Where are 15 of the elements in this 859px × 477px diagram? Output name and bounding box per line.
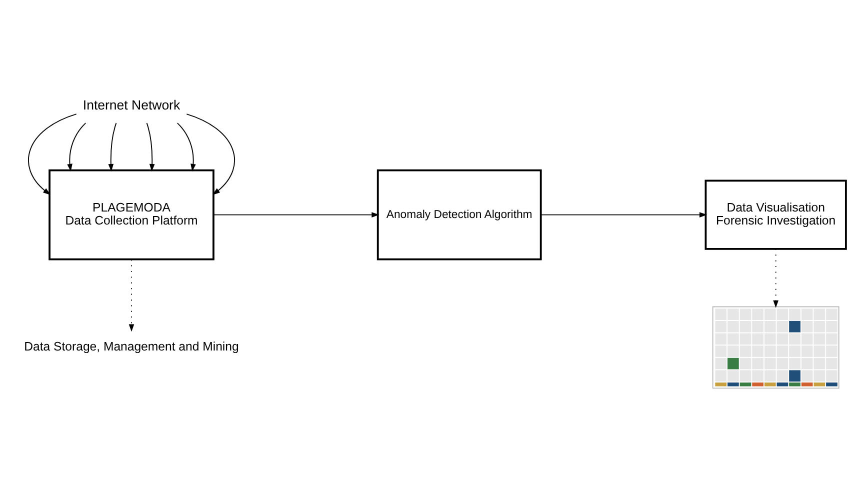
arrow — [176, 122, 196, 172]
node-text: Internet Network — [82, 97, 180, 112]
arrow — [213, 212, 380, 218]
node-box: Anomaly Detection Algorithm — [376, 169, 542, 260]
arrow — [28, 114, 77, 195]
node-text: Data Storage, Management and Mining — [24, 340, 239, 354]
node-box: PLAGEMODA Data Collection Platform — [48, 169, 214, 260]
arrow — [146, 122, 155, 172]
arrow — [773, 248, 778, 308]
arrow — [67, 122, 86, 172]
arrow — [186, 114, 235, 195]
arrow — [540, 212, 708, 218]
node-box: Data Visualisation Forensic Investigation — [704, 180, 847, 250]
arrow — [108, 122, 117, 172]
arrow — [128, 259, 134, 332]
